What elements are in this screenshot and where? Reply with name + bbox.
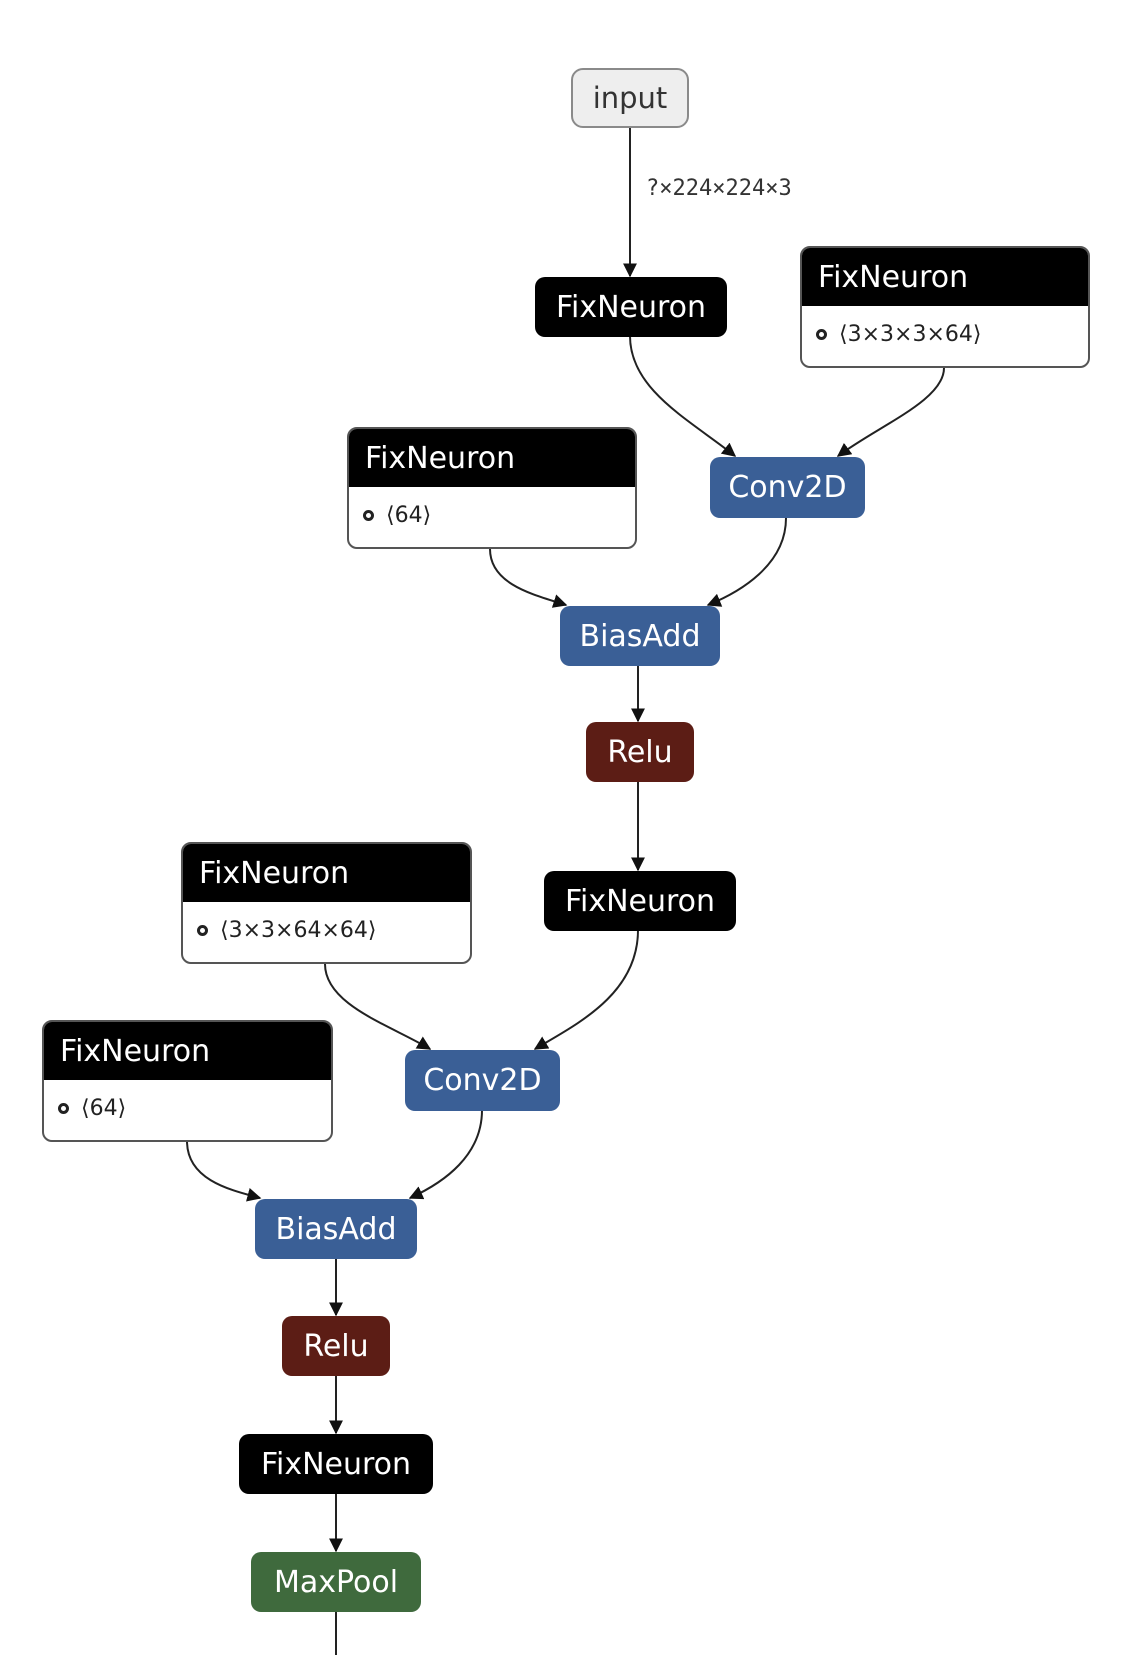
input-node-label: input xyxy=(592,81,668,115)
conv2d-node-1[interactable]: Conv2D xyxy=(710,457,865,518)
edge-fixb1-bias1 xyxy=(489,548,568,608)
fixneuron-bias-card-1[interactable]: FixNeuron ⟨64⟩ xyxy=(347,427,637,549)
edge-fix2-conv2 xyxy=(533,929,639,1050)
biasadd-node-2[interactable]: BiasAdd xyxy=(255,1199,417,1259)
edge-fixb2-bias2 xyxy=(186,1140,262,1202)
relu-node-1[interactable]: Relu xyxy=(586,722,694,782)
fixneuron-node-2-label: FixNeuron xyxy=(564,883,716,919)
conv2d-node-2-label: Conv2D xyxy=(423,1063,542,1098)
fixneuron-weights-card-1-shape: ⟨3×3×3×64⟩ xyxy=(839,321,982,347)
edge-fixw2-conv2 xyxy=(324,963,432,1050)
fixneuron-bias-card-2-shape: ⟨64⟩ xyxy=(81,1095,127,1121)
fixneuron-node-2[interactable]: FixNeuron xyxy=(544,871,736,931)
biasadd-node-1-label: BiasAdd xyxy=(579,618,701,654)
edge-fix1-conv1 xyxy=(629,335,737,457)
parameter-dot-icon xyxy=(197,924,208,936)
conv2d-node-1-label: Conv2D xyxy=(728,470,847,505)
fixneuron-bias-card-1-body: ⟨64⟩ xyxy=(349,487,635,543)
fixneuron-weights-card-2-body: ⟨3×3×64×64⟩ xyxy=(183,902,470,958)
edge-conv1-bias1 xyxy=(706,517,787,607)
fixneuron-node-3-label: FixNeuron xyxy=(260,1446,412,1482)
edge-label-input-shape: ?×224×224×3 xyxy=(646,176,792,201)
fixneuron-bias-card-1-shape: ⟨64⟩ xyxy=(386,502,432,528)
fixneuron-bias-card-2-body: ⟨64⟩ xyxy=(44,1080,331,1136)
fixneuron-weights-card-2[interactable]: FixNeuron ⟨3×3×64×64⟩ xyxy=(181,842,472,964)
fixneuron-node-3[interactable]: FixNeuron xyxy=(239,1434,433,1494)
parameter-dot-icon xyxy=(58,1102,69,1114)
parameter-dot-icon xyxy=(816,328,827,340)
biasadd-node-2-label: BiasAdd xyxy=(275,1211,397,1247)
fixneuron-bias-card-2[interactable]: FixNeuron ⟨64⟩ xyxy=(42,1020,333,1142)
relu-node-2-label: Relu xyxy=(303,1328,369,1364)
maxpool-node-label: MaxPool xyxy=(273,1564,399,1600)
conv2d-node-2[interactable]: Conv2D xyxy=(405,1050,560,1111)
maxpool-node[interactable]: MaxPool xyxy=(251,1552,421,1612)
fixneuron-weights-card-1[interactable]: FixNeuron ⟨3×3×3×64⟩ xyxy=(800,246,1090,368)
edge-fixw1-conv1 xyxy=(836,367,945,457)
parameter-dot-icon xyxy=(363,509,374,521)
fixneuron-weights-card-1-title: FixNeuron xyxy=(802,248,1088,306)
fixneuron-bias-card-2-title: FixNeuron xyxy=(44,1022,331,1080)
edge-conv2-bias2 xyxy=(408,1109,483,1200)
relu-node-2[interactable]: Relu xyxy=(282,1316,390,1376)
input-node[interactable]: input xyxy=(571,68,689,128)
fixneuron-weights-card-1-body: ⟨3×3×3×64⟩ xyxy=(802,306,1088,362)
biasadd-node-1[interactable]: BiasAdd xyxy=(560,606,720,666)
fixneuron-bias-card-1-title: FixNeuron xyxy=(349,429,635,487)
fixneuron-node-1-label: FixNeuron xyxy=(555,289,707,325)
relu-node-1-label: Relu xyxy=(607,734,673,770)
fixneuron-node-1[interactable]: FixNeuron xyxy=(535,277,727,337)
fixneuron-weights-card-2-title: FixNeuron xyxy=(183,844,470,902)
fixneuron-weights-card-2-shape: ⟨3×3×64×64⟩ xyxy=(220,917,377,943)
